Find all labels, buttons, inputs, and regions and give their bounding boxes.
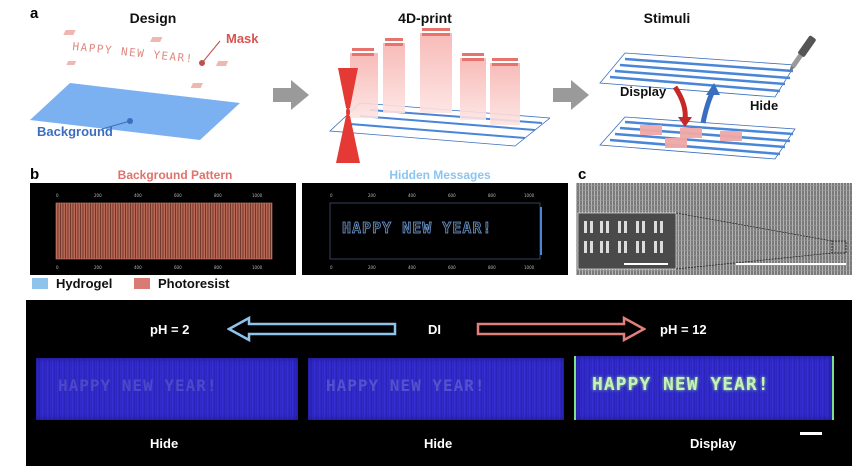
- sem-image: [576, 183, 852, 275]
- hidden-messages-title: Hidden Messages: [389, 168, 491, 182]
- dropper-icon: [789, 35, 816, 72]
- design-title: Design: [129, 10, 177, 26]
- svg-text:800: 800: [214, 265, 222, 270]
- design-illustration: HAPPY NEW YEAR!: [30, 30, 240, 140]
- svg-text:0: 0: [56, 265, 59, 270]
- svg-text:200: 200: [368, 193, 376, 198]
- svg-text:600: 600: [174, 265, 182, 270]
- strip-di-message: HAPPY NEW YEAR!: [326, 376, 486, 395]
- display-arrow: [672, 85, 688, 121]
- ph-low-label: pH = 2: [150, 322, 190, 337]
- mask-label: Mask: [226, 31, 259, 46]
- display-label: Display: [620, 84, 667, 99]
- panel-a-letter: a: [30, 5, 39, 22]
- panel-c-letter: c: [578, 166, 587, 183]
- caption-hide-left: Hide: [150, 436, 179, 451]
- svg-text:400: 400: [408, 193, 416, 198]
- laser-beam: [336, 68, 360, 163]
- photoresist-swatch: [134, 278, 150, 289]
- svg-text:0: 0: [330, 265, 333, 270]
- background-label: Background: [37, 124, 113, 139]
- svg-text:1000: 1000: [524, 265, 535, 270]
- svg-text:400: 400: [408, 265, 416, 270]
- svg-text:600: 600: [448, 265, 456, 270]
- ph-high-label: pH = 12: [660, 322, 707, 337]
- svg-text:600: 600: [174, 193, 182, 198]
- strip-ph12-message: HAPPY NEW YEAR!: [592, 374, 770, 395]
- svg-text:400: 400: [134, 193, 142, 198]
- mask-tiles: [63, 30, 229, 88]
- background-plane: [30, 83, 240, 140]
- photoresist-label: Photoresist: [158, 276, 230, 291]
- caption-display-right: Display: [690, 436, 737, 451]
- svg-text:200: 200: [94, 265, 102, 270]
- svg-text:0: 0: [330, 193, 333, 198]
- sample-strip-di: [308, 358, 564, 420]
- hide-label: Hide: [750, 98, 779, 113]
- hydrogel-swatch: [32, 278, 48, 289]
- process-arrow-2: [553, 80, 589, 110]
- mask-text: HAPPY NEW YEAR!: [72, 40, 195, 66]
- print-title: 4D-print: [398, 10, 452, 26]
- svg-text:0: 0: [56, 193, 59, 198]
- hidden-messages-plot: 0 200 400 600 800 1000 0 200 400 600 800 1000 HA…: [302, 183, 568, 275]
- print-illustration: [329, 28, 550, 163]
- arrow-to-base: [476, 316, 646, 342]
- svg-text:800: 800: [214, 193, 222, 198]
- svg-text:1000: 1000: [252, 265, 263, 270]
- svg-text:1000: 1000: [524, 193, 535, 198]
- svg-text:600: 600: [448, 193, 456, 198]
- svg-text:1000: 1000: [252, 193, 263, 198]
- hide-arrow: [700, 89, 716, 124]
- caption-hide-middle: Hide: [424, 436, 453, 451]
- svg-text:200: 200: [94, 193, 102, 198]
- strip-ph2-message: HAPPY NEW YEAR!: [58, 376, 218, 395]
- printed-pillars: [350, 28, 520, 125]
- hidden-messages-text: HAPPY NEW YEAR!: [342, 219, 493, 238]
- panel-b-letter: b: [30, 166, 40, 183]
- sample-strip-ph12: [574, 356, 834, 420]
- scale-bar: [800, 432, 822, 435]
- background-pattern-plot: 0 200 400 600 800 1000 0 200 400 600 800 1000: [30, 183, 296, 275]
- background-pattern-title: Background Pattern: [117, 168, 233, 182]
- sample-strip-ph2: [36, 358, 298, 420]
- stimuli-title: Stimuli: [643, 10, 691, 26]
- svg-text:200: 200: [368, 265, 376, 270]
- hydrogel-label: Hydrogel: [56, 276, 113, 291]
- stimuli-illustration: [599, 35, 816, 160]
- svg-text:800: 800: [488, 193, 496, 198]
- svg-text:800: 800: [488, 265, 496, 270]
- di-label: DI: [428, 322, 441, 337]
- process-arrow-1: [273, 80, 309, 110]
- arrow-to-acid: [227, 316, 397, 342]
- svg-text:400: 400: [134, 265, 142, 270]
